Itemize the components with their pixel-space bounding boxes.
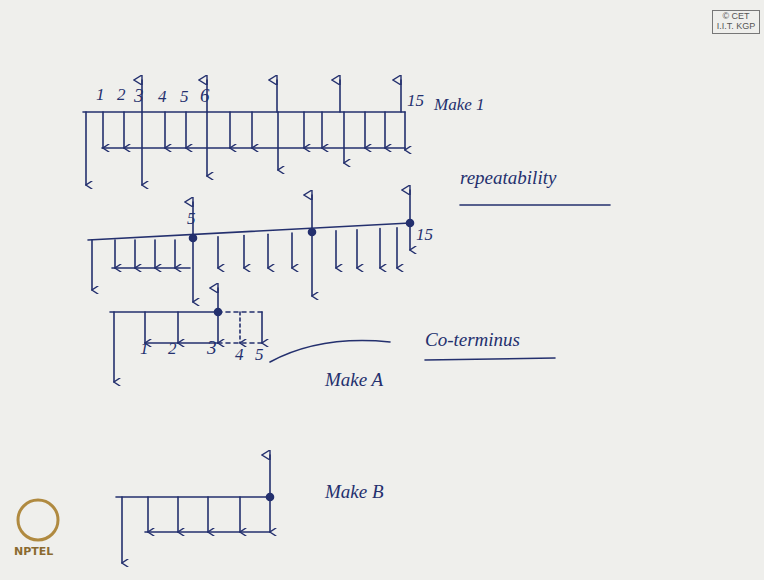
sketch-line bbox=[102, 147, 405, 149]
period-number: 4 bbox=[158, 88, 167, 107]
period-number: 15 bbox=[407, 92, 424, 111]
cost-arrow bbox=[177, 312, 179, 343]
cost-arrow bbox=[267, 234, 269, 268]
cost-arrow bbox=[102, 112, 104, 148]
cost-arrow bbox=[192, 238, 194, 302]
revenue-arrow bbox=[409, 190, 411, 223]
cost-arrow bbox=[409, 223, 411, 250]
cost-arrow bbox=[174, 240, 176, 268]
cost-arrow bbox=[384, 112, 386, 148]
cost-arrow bbox=[91, 240, 93, 290]
revenue-arrow bbox=[400, 80, 402, 112]
cost-arrow bbox=[217, 312, 219, 343]
cost-arrow bbox=[404, 112, 406, 150]
cost-arrow bbox=[113, 312, 115, 382]
cost-arrow bbox=[364, 112, 366, 148]
dot bbox=[309, 229, 316, 236]
cost-arrow bbox=[134, 240, 136, 268]
cost-arrow bbox=[177, 497, 179, 532]
make-label: Make 1 bbox=[434, 96, 485, 115]
period-number: 1 bbox=[140, 340, 149, 359]
cost-arrow bbox=[144, 312, 146, 343]
cost-arrow bbox=[335, 231, 337, 268]
cost-arrow bbox=[303, 112, 305, 148]
make-label: Make B bbox=[325, 482, 384, 503]
cost-arrow bbox=[141, 112, 143, 185]
cost-arrow bbox=[269, 497, 271, 532]
revenue-arrow bbox=[276, 80, 278, 112]
period-number: 5 bbox=[187, 210, 196, 229]
period-number: 1 bbox=[96, 86, 105, 105]
cost-arrow bbox=[206, 112, 208, 176]
cost-arrow bbox=[229, 112, 231, 148]
cost-arrow bbox=[164, 112, 166, 148]
cost-arrow bbox=[154, 240, 156, 268]
cost-arrow bbox=[251, 112, 253, 148]
cost-arrow bbox=[85, 112, 87, 185]
sketch-line bbox=[112, 267, 190, 269]
cost-arrow bbox=[379, 229, 381, 268]
cost-arrow bbox=[243, 235, 245, 268]
period-number: 3 bbox=[207, 338, 217, 359]
pointer-curve bbox=[270, 341, 390, 362]
sketch-line bbox=[88, 223, 410, 240]
sketch-line bbox=[110, 311, 218, 313]
cost-arrow bbox=[396, 228, 398, 268]
cost-arrow bbox=[114, 240, 116, 268]
cost-arrow bbox=[239, 497, 241, 532]
period-number: 2 bbox=[117, 86, 126, 105]
make-label: Make A bbox=[325, 370, 383, 391]
sketch-line bbox=[116, 496, 270, 498]
dot bbox=[267, 494, 274, 501]
cost-arrow bbox=[185, 112, 187, 148]
cost-arrow bbox=[207, 497, 209, 532]
cost-arrow bbox=[356, 230, 358, 268]
underline bbox=[460, 204, 610, 206]
make-1-alt-diagram bbox=[88, 190, 414, 302]
cost-arrow bbox=[321, 112, 323, 148]
period-number: 4 bbox=[235, 346, 244, 365]
revenue-arrow bbox=[339, 80, 341, 112]
cost-arrow bbox=[291, 233, 293, 268]
watermark: © CET I.I.T. KGP bbox=[712, 10, 760, 34]
revenue-arrow bbox=[311, 195, 313, 232]
cost-arrow bbox=[343, 112, 345, 163]
cost-arrow bbox=[217, 237, 219, 268]
sketch-line bbox=[83, 111, 405, 113]
cost-arrow bbox=[261, 312, 263, 343]
make-b-diagram bbox=[116, 455, 274, 563]
cost-arrow bbox=[123, 112, 125, 148]
logo-text: NPTEL bbox=[14, 546, 53, 558]
period-number: 2 bbox=[168, 340, 177, 359]
cost-arrow bbox=[121, 497, 123, 563]
concept-note: repeatability bbox=[460, 168, 556, 189]
cost-arrow bbox=[147, 497, 149, 532]
period-number: 5 bbox=[255, 346, 264, 365]
cost-arrow bbox=[277, 112, 279, 170]
concept-note: Co-terminus bbox=[425, 330, 520, 351]
period-number: 6 bbox=[200, 86, 210, 107]
dot bbox=[190, 235, 197, 242]
period-number: 5 bbox=[180, 88, 189, 107]
cost-arrow bbox=[311, 232, 313, 296]
make-a-diagram bbox=[110, 288, 262, 382]
revenue-arrow bbox=[269, 455, 271, 497]
dashed-arrow bbox=[239, 312, 241, 343]
period-number: 3 bbox=[134, 86, 144, 107]
make-1-diagram bbox=[83, 80, 405, 185]
logo-ring bbox=[18, 500, 58, 540]
period-number: 15 bbox=[416, 226, 433, 245]
underline bbox=[425, 358, 555, 360]
